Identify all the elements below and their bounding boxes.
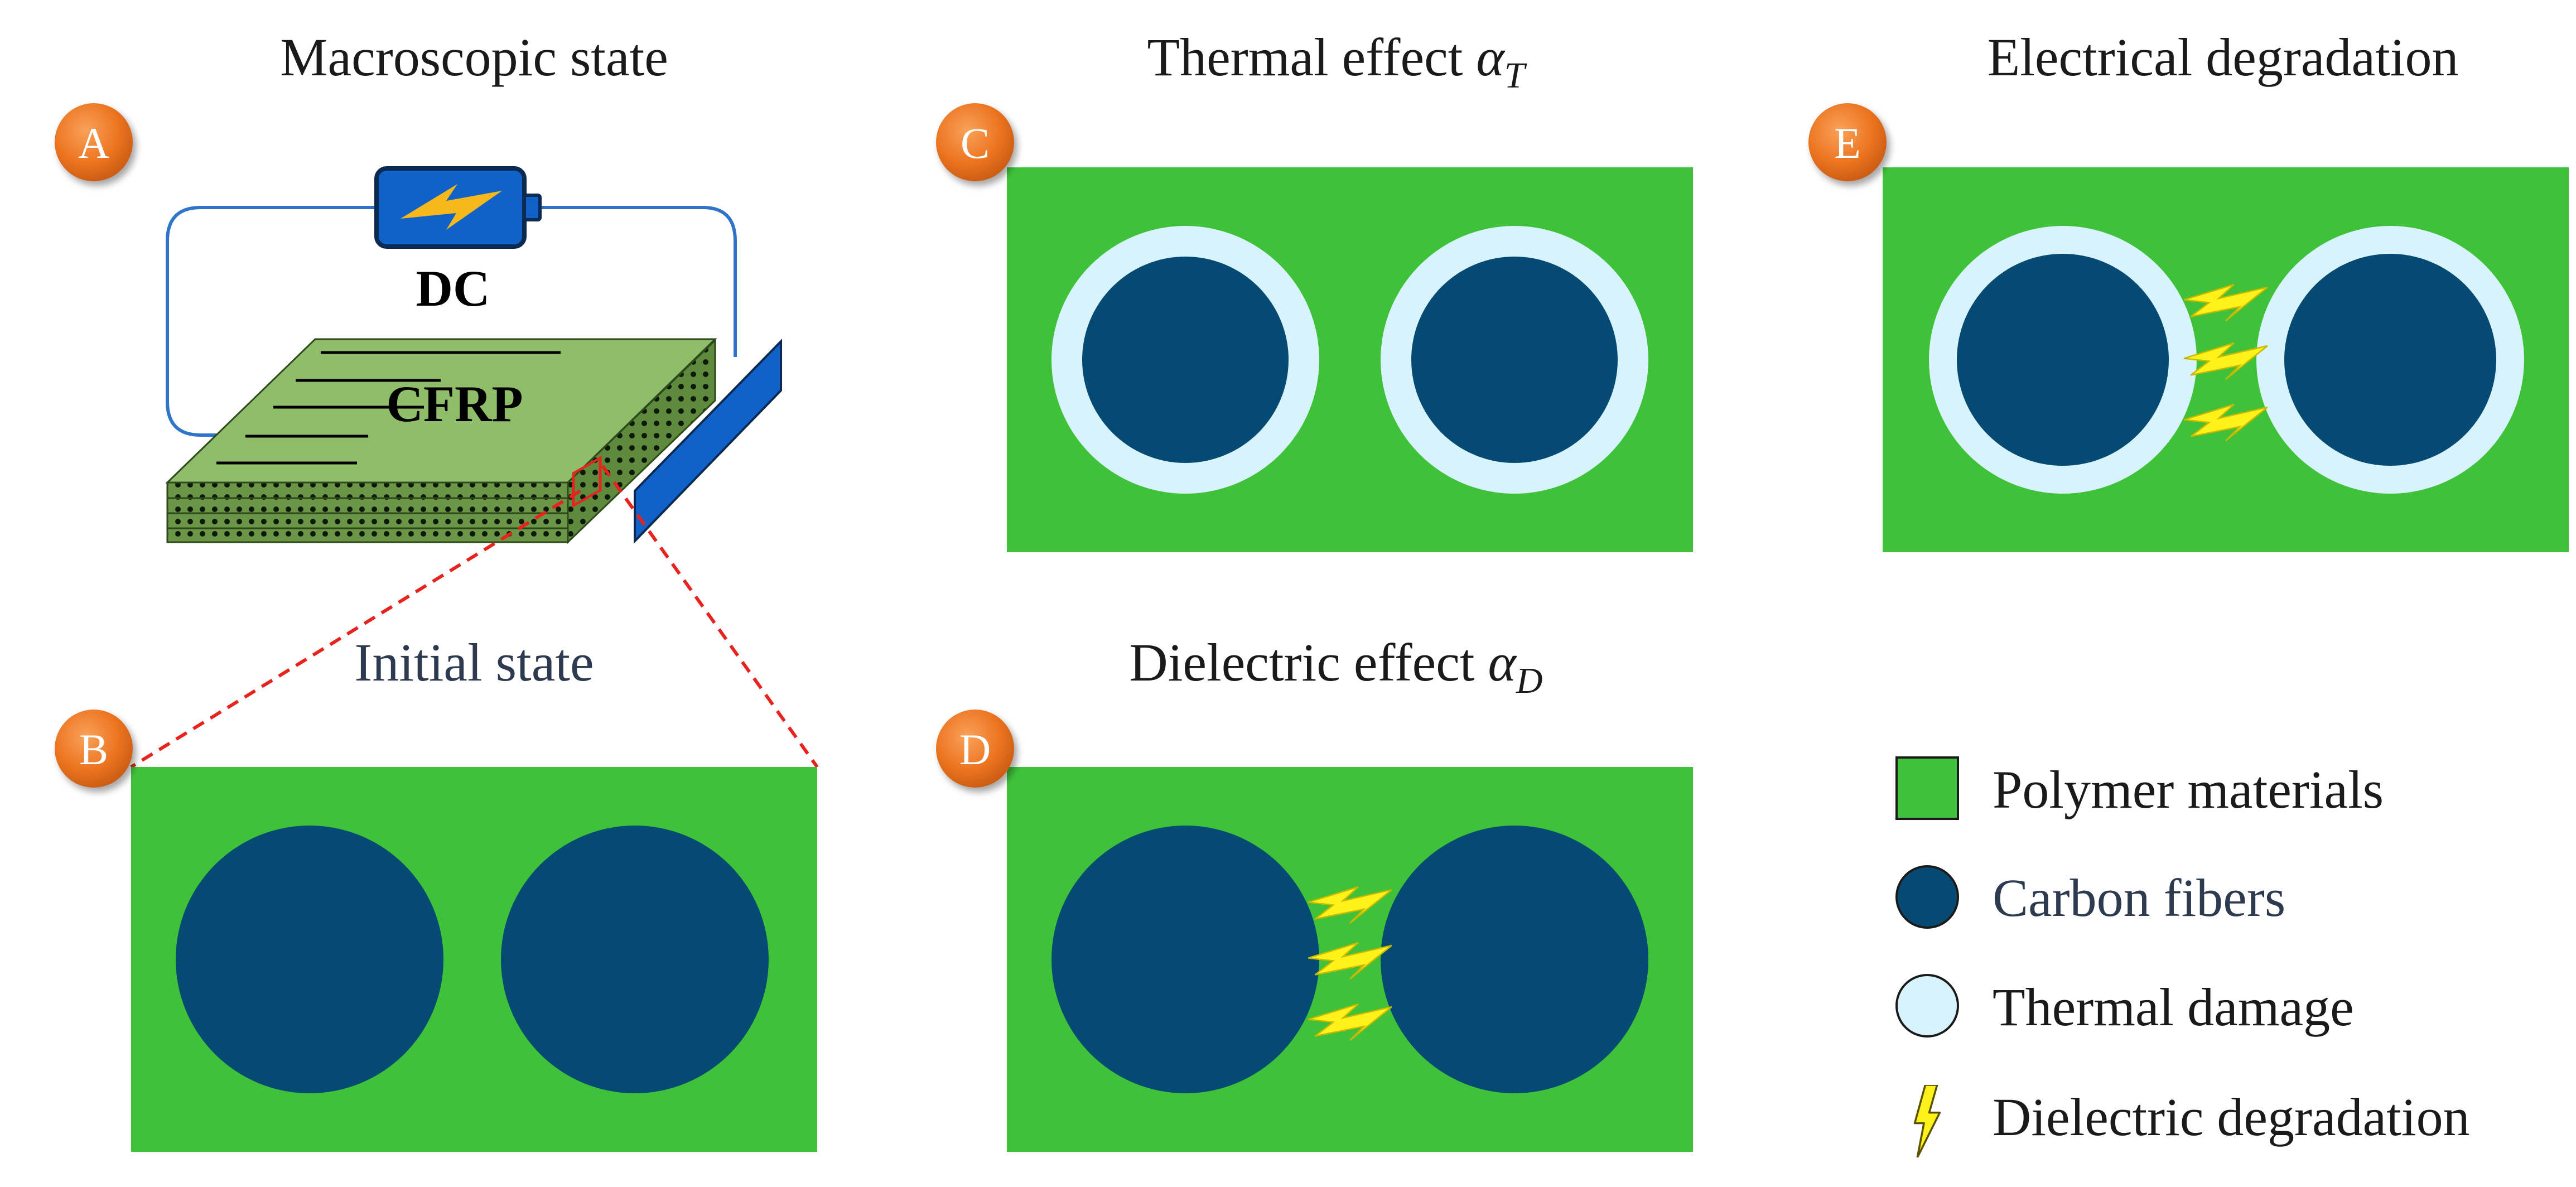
badge-d: D [936, 710, 1014, 788]
panel-a: Macroscopic state DC [130, 27, 819, 769]
badge-a: A [55, 103, 133, 181]
panel-d: Dielectric effect αD [1007, 633, 1693, 1152]
carbon-fiber-right [2284, 254, 2496, 466]
zoom-line-left [130, 489, 581, 769]
svg-text:D: D [959, 725, 991, 774]
zoom-line-right [601, 465, 819, 768]
badge-b: B [55, 710, 133, 788]
svg-text:C: C [961, 119, 990, 167]
badge-e: E [1808, 103, 1887, 181]
legend: Polymer materials Carbon fibers Thermal … [1895, 756, 2470, 1157]
carbon-fiber-right [1381, 826, 1648, 1093]
svg-text:B: B [79, 725, 108, 774]
electrode-plate [634, 339, 782, 544]
panel-d-title: Dielectric effect αD [1129, 633, 1542, 701]
carbon-fiber-left [1051, 826, 1319, 1093]
lightning-bolt-icon [401, 184, 502, 230]
carbon-fiber-left [1082, 257, 1289, 463]
svg-text:A: A [78, 119, 109, 167]
legend-label-dielectric: Dielectric degradation [1993, 1087, 2470, 1147]
cfrp-plate [165, 338, 717, 544]
dc-label: DC [416, 260, 490, 317]
panel-b-title: Initial state [354, 633, 594, 692]
carbon-fiber-right [501, 826, 769, 1093]
panel-c: Thermal effect αT [1007, 27, 1693, 552]
dc-battery-icon [374, 166, 542, 249]
panel-e-title: Electrical degradation [1988, 27, 2459, 87]
badge-c: C [936, 103, 1014, 181]
legend-label-carbon: Carbon fibers [1993, 868, 2285, 928]
panel-c-title: Thermal effect αT [1147, 27, 1527, 96]
legend-swatch-carbon [1895, 865, 1959, 929]
circuit-wire [166, 206, 737, 437]
legend-label-thermal: Thermal damage [1993, 977, 2354, 1037]
legend-swatch-polymer [1895, 756, 1959, 820]
panel-b: Initial state [131, 633, 817, 1152]
zoom-region-marker [572, 455, 602, 508]
carbon-fiber-left [1957, 254, 2169, 466]
carbon-fiber-left [176, 826, 443, 1093]
legend-lightning-icon [1913, 1085, 1941, 1157]
panel-a-title: Macroscopic state [280, 27, 668, 87]
cfrp-label: CFRP [386, 375, 523, 432]
panel-e: Electrical degradation [1883, 27, 2569, 552]
legend-swatch-thermal [1895, 974, 1959, 1038]
legend-label-polymer: Polymer materials [1993, 760, 2384, 819]
svg-text:E: E [1834, 119, 1861, 167]
carbon-fiber-right [1411, 257, 1618, 463]
